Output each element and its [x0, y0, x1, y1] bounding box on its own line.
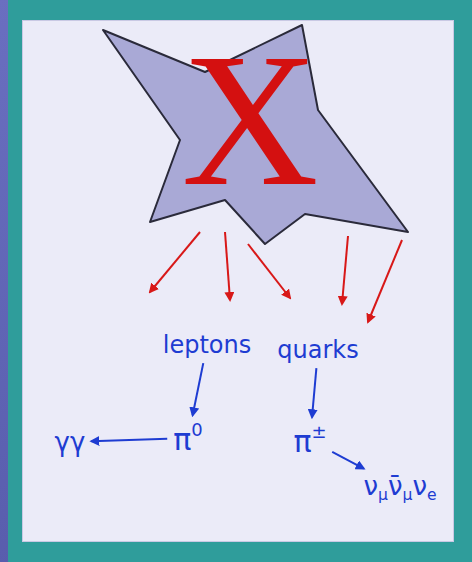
particle-node: νμν̄μνe	[360, 470, 439, 506]
decay-arrow	[312, 368, 316, 417]
star-label: X	[181, 16, 318, 225]
particle-label: π0	[173, 420, 203, 456]
particle-label: γγ	[55, 428, 86, 457]
particle-label: quarks	[277, 337, 358, 363]
star-node: X	[100, 22, 412, 250]
particle-label: π±	[293, 422, 326, 458]
particle-node: leptons	[160, 330, 255, 360]
decay-arrow	[91, 439, 167, 442]
particle-label: leptons	[163, 332, 252, 358]
particle-node: γγ	[52, 426, 89, 459]
particle-node: quarks	[274, 335, 361, 365]
particle-node: π0	[170, 418, 206, 458]
red-arrows	[150, 232, 402, 322]
particle-label: νμν̄μνe	[363, 472, 436, 504]
particle-node: π±	[290, 420, 329, 460]
decay-arrow	[193, 363, 204, 415]
decay-arrow	[332, 452, 364, 469]
